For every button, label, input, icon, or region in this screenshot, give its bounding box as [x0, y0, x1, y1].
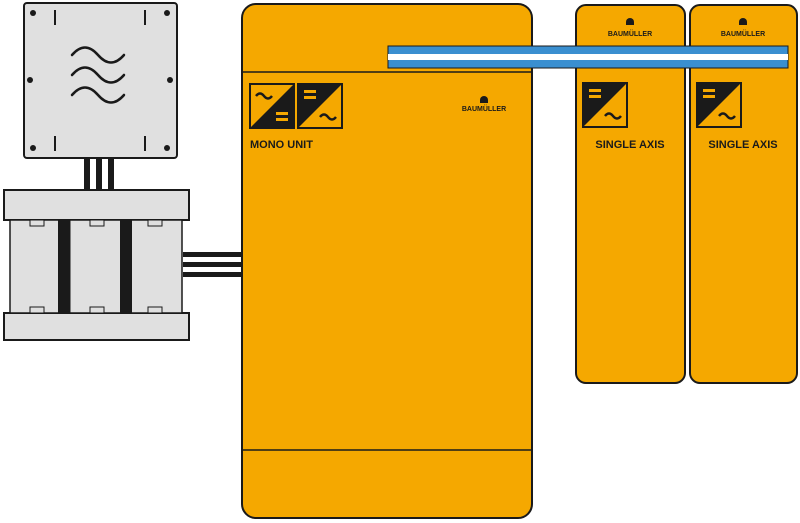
mono-unit-cabinet: BAUMÜLLER MONO UNIT	[241, 3, 533, 519]
baumuller-logo: BAUMÜLLER	[721, 18, 765, 38]
baumuller-logo: BAUMÜLLER	[608, 18, 652, 38]
line-filter-box	[23, 2, 178, 159]
single-axis-label: SINGLE AXIS	[595, 139, 664, 151]
dc-ac-inverter-icon	[582, 82, 628, 128]
svg-text:BAUMÜLLER: BAUMÜLLER	[721, 29, 765, 38]
dc-ac-inverter-icon	[696, 82, 742, 128]
dc-ac-inverter-icon	[297, 83, 343, 129]
sine-filter-icon	[70, 46, 126, 104]
dc-bus-bar	[387, 45, 789, 69]
svg-text:BAUMÜLLER: BAUMÜLLER	[462, 104, 506, 113]
baumuller-logo: BAUMÜLLER	[462, 96, 506, 113]
ac-dc-converter-icon	[249, 83, 295, 129]
mono-unit-label: MONO UNIT	[250, 139, 313, 151]
three-phase-choke	[3, 189, 190, 341]
single-axis-module-2: BAUMÜLLER SINGLE AXIS	[689, 4, 798, 384]
filter-to-choke-cable	[84, 157, 114, 192]
three-phase-choke-icon	[29, 219, 163, 314]
choke-to-mono-cable	[183, 252, 243, 277]
single-axis-module-1: BAUMÜLLER SINGLE AXIS	[575, 4, 686, 384]
svg-text:BAUMÜLLER: BAUMÜLLER	[608, 29, 652, 38]
single-axis-label: SINGLE AXIS	[708, 139, 777, 151]
